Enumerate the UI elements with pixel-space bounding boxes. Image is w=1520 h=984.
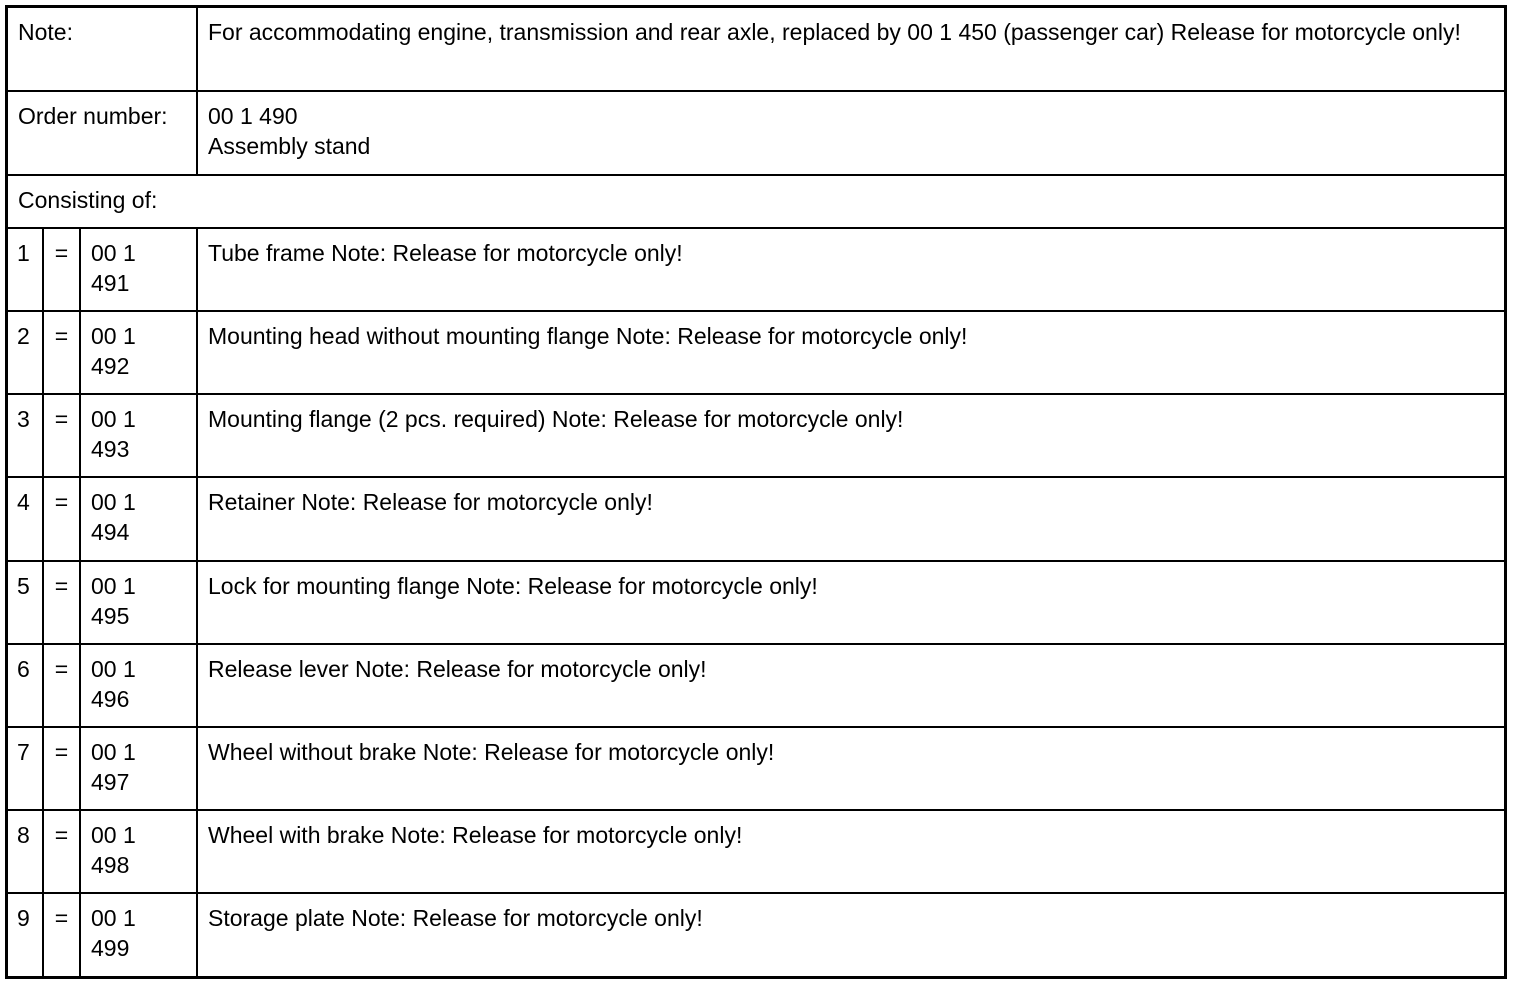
order-name: Assembly stand	[208, 133, 371, 160]
part-number-line-2: 491	[91, 270, 130, 297]
table-row: 3= 00 1 493 Mounting flange (2 pcs. require…	[8, 393, 1504, 479]
part-number: 00 1 496	[79, 642, 198, 728]
part-equals: =	[42, 310, 81, 396]
part-number-line-1: 00 1	[91, 821, 136, 848]
part-number-line-2: 492	[91, 353, 130, 380]
part-index: 2	[8, 310, 44, 396]
table-row: 1= 00 1 491 Tube frame Note: Release for mo…	[8, 227, 1504, 313]
table-row: 6= 00 1 496 Release lever Note: Release for…	[8, 642, 1504, 728]
order-number-label: Order number:	[8, 90, 198, 177]
part-number-line-1: 00 1	[91, 738, 136, 765]
part-number: 00 1 492	[79, 310, 198, 396]
part-number-line-1: 00 1	[91, 655, 136, 682]
part-number-line-1: 00 1	[91, 323, 136, 350]
part-number: 00 1 498	[79, 808, 198, 894]
part-number: 00 1 497	[79, 725, 198, 811]
part-number-line-1: 00 1	[91, 240, 136, 267]
table-row: 5= 00 1 495 Lock for mounting flange Note: …	[8, 559, 1504, 645]
part-equals: =	[42, 476, 81, 562]
part-index: 9	[8, 891, 44, 976]
table-row: 4= 00 1 494 Retainer Note: Release for moto…	[8, 476, 1504, 562]
part-number-line-2: 498	[91, 851, 130, 878]
part-number: 00 1 499	[79, 891, 198, 976]
part-number: 00 1 491	[79, 227, 198, 313]
part-index: 3	[8, 393, 44, 479]
part-description: Wheel with brake Note: Release for motor…	[196, 808, 1504, 894]
part-description: Mounting head without mounting flange No…	[196, 310, 1504, 396]
part-index: 7	[8, 725, 44, 811]
consisting-label: Consisting of:	[8, 174, 1504, 230]
part-number: 00 1 493	[79, 393, 198, 479]
part-number: 00 1 495	[79, 559, 198, 645]
part-number-line-2: 497	[91, 768, 130, 795]
part-description: Storage plate Note: Release for motorcyc…	[196, 891, 1504, 976]
note-text: For accommodating engine, transmission a…	[196, 8, 1504, 93]
order-number: 00 1 490	[208, 103, 298, 130]
part-equals: =	[42, 725, 81, 811]
table-row: 8= 00 1 498 Wheel with brake Note: Release …	[8, 808, 1504, 894]
parts-table: Note: For accommodating engine, transmis…	[8, 8, 1504, 976]
part-index: 5	[8, 559, 44, 645]
part-equals: =	[42, 642, 81, 728]
part-number-line-1: 00 1	[91, 406, 136, 433]
part-number-line-1: 00 1	[91, 904, 136, 931]
part-index: 1	[8, 227, 44, 313]
table-row: 9= 00 1 499 Storage plate Note: Release for…	[8, 891, 1504, 976]
part-number-line-2: 495	[91, 602, 130, 629]
table-row: 2= 00 1 492 Mounting head without mounting …	[8, 310, 1504, 396]
note-label: Note:	[8, 8, 198, 93]
part-number-line-2: 496	[91, 685, 130, 712]
table-row: 7= 00 1 497 Wheel without brake Note: Relea…	[8, 725, 1504, 811]
part-equals: =	[42, 808, 81, 894]
part-description: Mounting flange (2 pcs. required) Note: …	[196, 393, 1504, 479]
part-description: Lock for mounting flange Note: Release f…	[196, 559, 1504, 645]
part-equals: =	[42, 393, 81, 479]
part-description: Retainer Note: Release for motorcycle on…	[196, 476, 1504, 562]
part-description: Wheel without brake Note: Release for mo…	[196, 725, 1504, 811]
part-description: Tube frame Note: Release for motorcycle …	[196, 227, 1504, 313]
part-equals: =	[42, 227, 81, 313]
note-row: Note: For accommodating engine, transmis…	[8, 8, 1504, 93]
order-number-row: Order number: 00 1 490 Assembly stand	[8, 90, 1504, 177]
part-number-line-2: 493	[91, 436, 130, 463]
part-index: 6	[8, 642, 44, 728]
part-number-line-2: 499	[91, 934, 130, 961]
part-description: Release lever Note: Release for motorcyc…	[196, 642, 1504, 728]
part-equals: =	[42, 559, 81, 645]
part-number-line-1: 00 1	[91, 572, 136, 599]
part-number-line-1: 00 1	[91, 489, 136, 516]
part-number: 00 1 494	[79, 476, 198, 562]
parts-sheet: Note: For accommodating engine, transmis…	[5, 5, 1507, 979]
consisting-row: Consisting of:	[8, 174, 1504, 230]
part-equals: =	[42, 891, 81, 976]
part-number-line-2: 494	[91, 519, 130, 546]
order-number-value: 00 1 490 Assembly stand	[196, 90, 1504, 177]
part-index: 8	[8, 808, 44, 894]
part-index: 4	[8, 476, 44, 562]
